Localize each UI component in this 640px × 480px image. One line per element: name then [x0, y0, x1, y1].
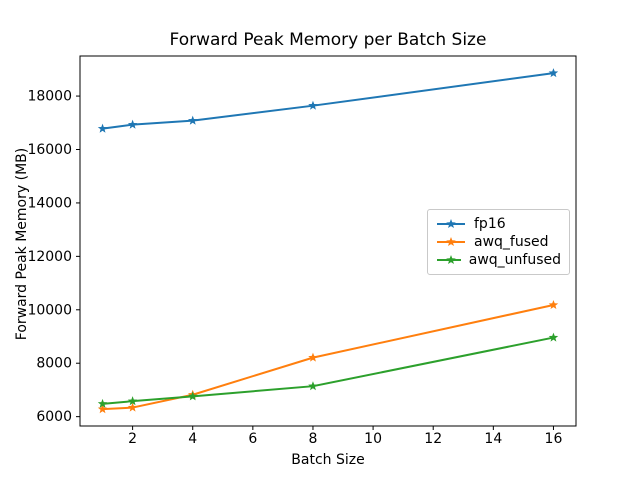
- svg-text:14: 14: [484, 431, 502, 447]
- svg-text:2: 2: [128, 431, 137, 447]
- svg-text:6: 6: [248, 431, 257, 447]
- legend-label: awq_fused: [474, 234, 549, 250]
- svg-text:16: 16: [545, 431, 563, 447]
- legend-item-awq-unfused: awq_unfused: [436, 251, 561, 269]
- svg-text:10000: 10000: [27, 302, 72, 318]
- svg-text:10: 10: [364, 431, 382, 447]
- y-axis-label: Forward Peak Memory (MB): [14, 147, 30, 341]
- star-marker-icon: [437, 219, 465, 229]
- star-marker-icon: [437, 237, 465, 247]
- x-axis-label: Batch Size: [291, 452, 365, 468]
- legend-label: awq_unfused: [468, 252, 561, 268]
- svg-text:12000: 12000: [27, 249, 72, 265]
- svg-text:14000: 14000: [27, 195, 72, 211]
- legend-label: fp16: [474, 216, 506, 232]
- legend-item-fp16: fp16: [436, 215, 561, 233]
- svg-text:18000: 18000: [27, 89, 72, 105]
- svg-text:8: 8: [309, 431, 318, 447]
- legend: fp16 awq_fused awq_unfused: [427, 209, 570, 275]
- legend-item-awq-fused: awq_fused: [436, 233, 561, 251]
- star-marker-icon: [437, 255, 461, 265]
- svg-text:16000: 16000: [27, 142, 72, 158]
- svg-text:12: 12: [424, 431, 442, 447]
- svg-text:6000: 6000: [36, 409, 72, 425]
- svg-text:4: 4: [188, 431, 197, 447]
- chart-title: Forward Peak Memory per Batch Size: [169, 30, 487, 50]
- svg-text:8000: 8000: [36, 356, 72, 372]
